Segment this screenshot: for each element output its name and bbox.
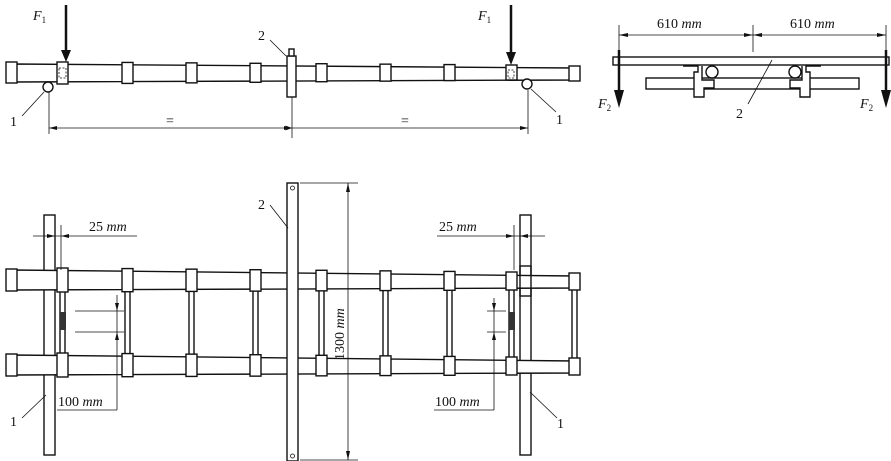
equal-dimension-label: = — [166, 114, 174, 129]
rung-collar — [121, 267, 134, 293]
stile-bracket-right — [789, 65, 821, 98]
part-label-1: 1 — [10, 115, 17, 130]
support-bar-1-right — [519, 214, 532, 456]
beam-2-plate — [612, 56, 890, 66]
support-bar-1-left — [43, 214, 56, 456]
side-view: 610 mm 610 mm F2 F2 2 — [597, 17, 891, 122]
leader-line — [21, 91, 45, 117]
part-label-2: 2 — [258, 29, 265, 44]
stile-tube-right — [788, 65, 802, 79]
ladder-rail-section — [645, 77, 860, 90]
part-label-2: 2 — [736, 107, 743, 122]
dim-100-left: 100 mm — [58, 395, 103, 410]
stile-tube-left — [705, 65, 719, 79]
force-label-f2: F2 — [859, 97, 873, 113]
part-label-1: 1 — [557, 417, 564, 432]
stile-end-cap — [5, 61, 18, 84]
dim-100-right: 100 mm — [435, 395, 480, 410]
rung-collar — [249, 62, 262, 83]
force-label-f1: F1 — [32, 9, 46, 25]
stile-end-cap — [568, 357, 581, 376]
beam-2-plan — [286, 182, 299, 461]
rung-collar — [249, 354, 262, 377]
load-pad-right — [509, 312, 515, 330]
rung — [446, 287, 453, 359]
rung-collar — [379, 63, 392, 82]
rung-collar — [443, 63, 456, 82]
force-label-f1: F1 — [477, 9, 491, 25]
stile-end-cap — [568, 272, 581, 291]
support-1-right — [521, 78, 533, 90]
rung-collar — [56, 352, 69, 378]
plan-view: 2 1300 mm 25 mm 25 mm 100 mm 1 — [5, 182, 581, 461]
rung — [252, 287, 259, 359]
equal-dimension-label: = — [401, 114, 409, 129]
leader-line — [530, 88, 557, 113]
stile-end-cap — [568, 65, 581, 82]
support-1-left — [42, 81, 54, 93]
rung — [571, 287, 578, 361]
dim-25-left: 25 mm — [89, 220, 127, 235]
elevation-view: F1 F1 1 1 2 = = — [5, 5, 581, 138]
rung-collar — [56, 267, 69, 293]
beam-2-top — [288, 48, 295, 57]
rung-collar — [505, 356, 518, 376]
stile-end-cap — [5, 353, 18, 377]
rungs — [59, 287, 578, 361]
rung-collar — [505, 64, 518, 81]
rung-collar — [379, 270, 392, 292]
rung-collar — [315, 354, 328, 377]
stile-end-cap — [5, 268, 18, 292]
rung-collar — [249, 269, 262, 292]
arrowhead — [506, 52, 516, 65]
dim-610-left: 610 mm — [657, 17, 702, 32]
arrowhead — [61, 50, 71, 62]
dim-610-right: 610 mm — [790, 17, 835, 32]
rung-collar — [121, 61, 134, 85]
rung — [188, 287, 195, 359]
rung-collar — [185, 353, 198, 378]
rung-collar — [185, 268, 198, 293]
rung — [382, 287, 389, 359]
rung — [318, 287, 325, 359]
load-point-marker — [58, 67, 67, 79]
rung-collar — [185, 62, 198, 84]
rung-collar — [315, 63, 328, 83]
dim-1300: 1300 mm — [333, 308, 348, 360]
beam-2-section — [286, 55, 297, 98]
stile-bracket-left — [683, 65, 715, 98]
rung-collar — [443, 355, 456, 376]
force-label-f2: F2 — [597, 97, 611, 113]
rung — [124, 287, 131, 359]
rung-collars — [56, 267, 518, 378]
rung-collar — [443, 270, 456, 291]
rung-collar — [505, 271, 518, 291]
rung-collars — [56, 61, 518, 85]
dim-25-right: 25 mm — [439, 220, 477, 235]
rung-collar — [56, 61, 69, 85]
leader-line — [269, 39, 287, 57]
part-label-1: 1 — [10, 415, 17, 430]
part-label-1: 1 — [556, 113, 563, 128]
rung-collar — [379, 355, 392, 377]
part-label-2: 2 — [258, 198, 265, 213]
rung-collar — [315, 269, 328, 292]
rung-collar — [121, 352, 134, 378]
load-pad-left — [60, 312, 66, 330]
